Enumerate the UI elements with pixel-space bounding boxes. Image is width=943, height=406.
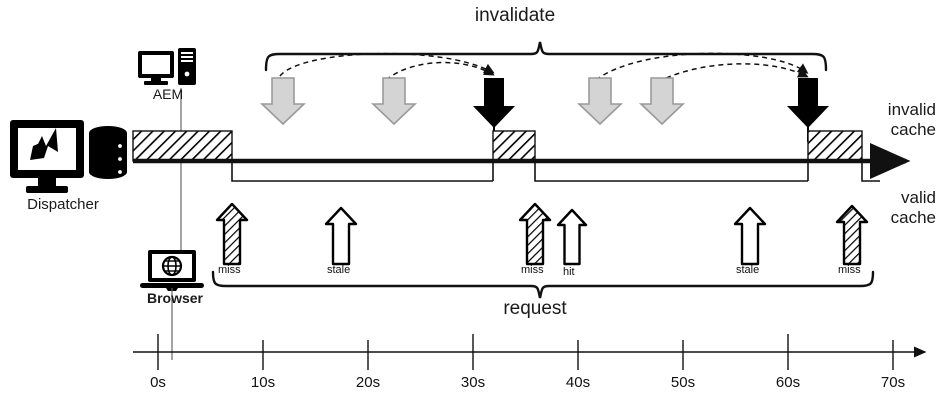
request-arrow-stale bbox=[324, 206, 358, 266]
request-label-miss: miss bbox=[838, 264, 861, 276]
request-label-hit: hit bbox=[563, 266, 575, 278]
request-group-label: request bbox=[503, 298, 567, 319]
invalidate-dashed-curves bbox=[279, 52, 809, 83]
invalid-cache-block bbox=[132, 130, 233, 162]
monitor-database-icon bbox=[10, 120, 127, 193]
valid-cache-step-lines bbox=[231, 161, 880, 182]
invalidate-group-label: invalidate bbox=[474, 5, 556, 26]
request-label-miss: miss bbox=[218, 264, 241, 276]
axis-tick-50s: 50s bbox=[670, 374, 696, 391]
valid-cache-legend-line2: cache bbox=[890, 208, 936, 227]
invalidate-brace bbox=[264, 41, 828, 72]
laptop-globe-icon bbox=[140, 250, 204, 291]
axis-tick-40s: 40s bbox=[565, 374, 591, 391]
axis-tick-10s: 10s bbox=[250, 374, 276, 391]
request-label-stale: stale bbox=[736, 264, 760, 276]
request-arrow-hit bbox=[556, 208, 588, 266]
desktop-tower-icon bbox=[138, 48, 196, 85]
invalidate-arrow-ignored bbox=[371, 77, 417, 126]
invalidate-arrow-ignored bbox=[577, 77, 623, 126]
request-brace bbox=[211, 270, 875, 299]
request-label-miss: miss bbox=[521, 264, 544, 276]
axis-tick-60s: 60s bbox=[775, 374, 801, 391]
valid-cache-legend: valid cache bbox=[860, 188, 936, 228]
actor-label-dispatcher: Dispatcher bbox=[27, 196, 99, 213]
invalid-cache-legend-line2: cache bbox=[890, 120, 936, 139]
actor-label-browser: Browser bbox=[146, 290, 204, 306]
request-label-stale: stale bbox=[327, 264, 351, 276]
invalid-cache-legend: invalid cache bbox=[860, 100, 936, 140]
request-arrow-stale bbox=[733, 206, 767, 266]
actor-label-aem: AEM bbox=[152, 86, 184, 102]
axis-tick-30s: 30s bbox=[460, 374, 486, 391]
axis-tick-20s: 20s bbox=[355, 374, 381, 391]
invalid-cache-legend-line1: invalid bbox=[887, 100, 936, 119]
invalidate-arrow-ignored bbox=[639, 77, 685, 126]
axis-tick-70s: 70s bbox=[880, 374, 906, 391]
invalid-cache-block bbox=[807, 130, 863, 162]
invalid-cache-block bbox=[492, 130, 536, 162]
valid-cache-legend-line1: valid bbox=[901, 188, 936, 207]
time-axis bbox=[133, 334, 927, 370]
request-arrow-miss bbox=[518, 202, 552, 266]
request-arrow-miss bbox=[215, 202, 249, 266]
axis-tick-0s: 0s bbox=[150, 374, 166, 391]
invalidate-arrow-ignored bbox=[260, 77, 306, 126]
request-arrow-miss bbox=[835, 204, 869, 266]
